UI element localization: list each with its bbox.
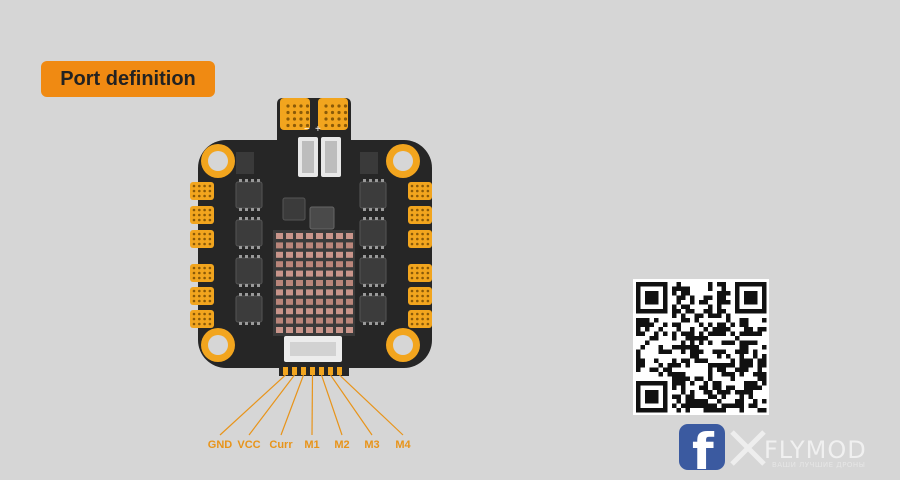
motor-pad-left-6 <box>190 310 214 328</box>
wire-2 <box>248 374 295 436</box>
motor-pad-left-5 <box>190 287 214 305</box>
wire-4 <box>311 374 314 436</box>
regulator-chip <box>309 206 335 230</box>
mosfet-3 <box>235 255 263 287</box>
motor-pad-right-6 <box>408 310 432 328</box>
minus-mark: − <box>304 124 310 135</box>
wire-3 <box>280 374 305 436</box>
mosfet-6 <box>359 217 387 249</box>
motor-pad-left-3 <box>190 230 214 248</box>
mount-hole-br <box>386 328 420 362</box>
brand-tagline: ВАШИ ЛУЧШИЕ ДРОНЫ <box>772 461 866 469</box>
wire-7 <box>339 374 404 436</box>
resistor-grid <box>276 233 353 333</box>
mosfet-8 <box>359 293 387 325</box>
power-pad-vias <box>286 104 348 128</box>
brand-logo: FLYMOD <box>764 436 867 464</box>
mount-hole-bl <box>201 328 235 362</box>
motor-pad-right-5 <box>408 287 432 305</box>
wire-5 <box>320 374 343 436</box>
motor-pad-left-4 <box>190 264 214 282</box>
mosfet-1 <box>235 179 263 211</box>
motor-pad-right-2 <box>408 206 432 224</box>
mount-hole-tr <box>386 144 420 178</box>
signal-wires <box>219 374 404 436</box>
mosfet-7 <box>359 255 387 287</box>
motor-pad-right-1 <box>408 182 432 200</box>
page-title: Port definition <box>41 61 215 97</box>
mosfet-chips <box>235 179 387 325</box>
small-ic-left <box>236 152 254 174</box>
connector-pin-2 <box>292 367 297 375</box>
motor-pad-left-2 <box>190 206 214 224</box>
facebook-icon[interactable]: f <box>679 424 725 470</box>
mcu-chip <box>282 197 306 221</box>
plus-mark: + <box>315 124 321 135</box>
small-ic-right <box>360 152 378 174</box>
motor-pads <box>190 182 432 328</box>
connector-pin-4 <box>310 367 315 375</box>
connector-pin-5 <box>319 367 324 375</box>
mount-hole-tl <box>201 144 235 178</box>
mosfet-5 <box>359 179 387 211</box>
motor-pad-right-3 <box>408 230 432 248</box>
connector-pin-3 <box>301 367 306 375</box>
mosfet-2 <box>235 217 263 249</box>
wire-1 <box>219 374 286 436</box>
motor-pad-right-4 <box>408 264 432 282</box>
connector-pin-7 <box>337 367 342 375</box>
connector-pin-6 <box>328 367 333 375</box>
brand-x-icon <box>730 430 766 466</box>
connector-pin-1 <box>283 367 288 375</box>
connector-pins <box>283 367 342 375</box>
qr-pattern <box>636 282 767 413</box>
motor-pad-left-1 <box>190 182 214 200</box>
wire-6 <box>330 374 373 436</box>
mosfet-4 <box>235 293 263 325</box>
qr-code <box>633 279 769 415</box>
